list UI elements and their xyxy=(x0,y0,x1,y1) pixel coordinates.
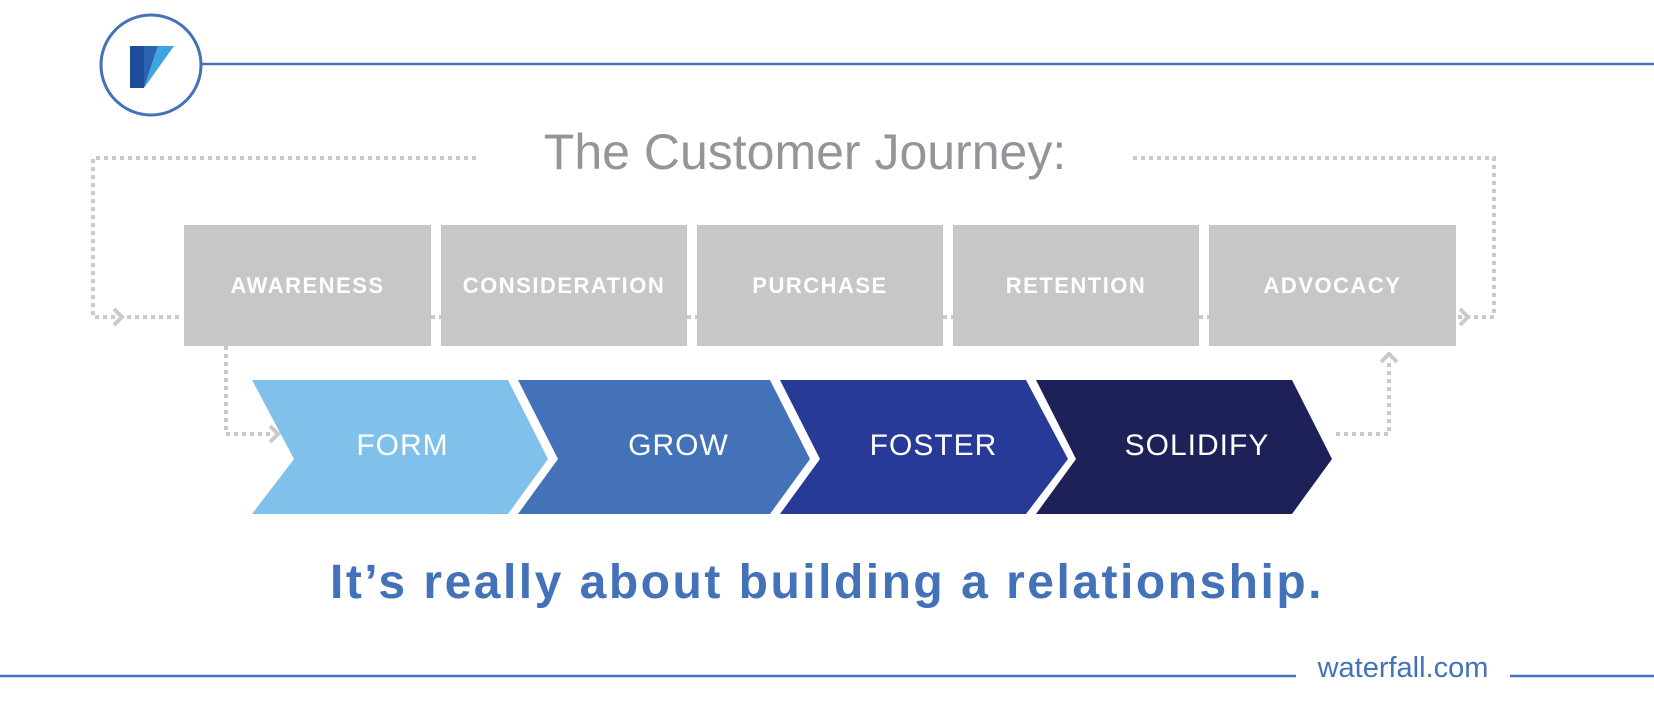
phase-label-solidify: SOLIDIFY xyxy=(1124,429,1270,462)
chevron-form xyxy=(252,380,548,514)
stage-consideration: CONSIDERATION xyxy=(441,225,687,346)
waterfall-logo-icon xyxy=(99,13,203,117)
tagline: It’s really about building a relationshi… xyxy=(329,556,1324,609)
phase-chevrons xyxy=(252,380,1332,514)
arrow-right-icon xyxy=(268,424,281,444)
stage-purchase: PURCHASE xyxy=(697,225,943,346)
arrow-up-icon xyxy=(1379,351,1399,364)
chevron-grow xyxy=(518,380,810,514)
arrowheads xyxy=(112,307,1471,444)
phase-label-grow: GROW xyxy=(628,429,729,462)
chevron-foster xyxy=(780,380,1068,514)
footer-url[interactable]: waterfall.com xyxy=(1296,652,1510,685)
phase-label-form: FORM xyxy=(356,429,449,462)
stage-advocacy: ADVOCACY xyxy=(1209,225,1456,346)
stage-awareness: AWARENESS xyxy=(184,225,431,346)
chevron-solidify xyxy=(1036,380,1332,514)
diagram-title: The Customer Journey: xyxy=(480,122,1130,182)
phase-label-foster: FOSTER xyxy=(869,429,998,462)
loop-connector xyxy=(91,156,1496,436)
arrow-right-icon xyxy=(112,307,125,327)
stage-retention: RETENTION xyxy=(953,225,1199,346)
arrow-right-icon xyxy=(1458,307,1471,327)
